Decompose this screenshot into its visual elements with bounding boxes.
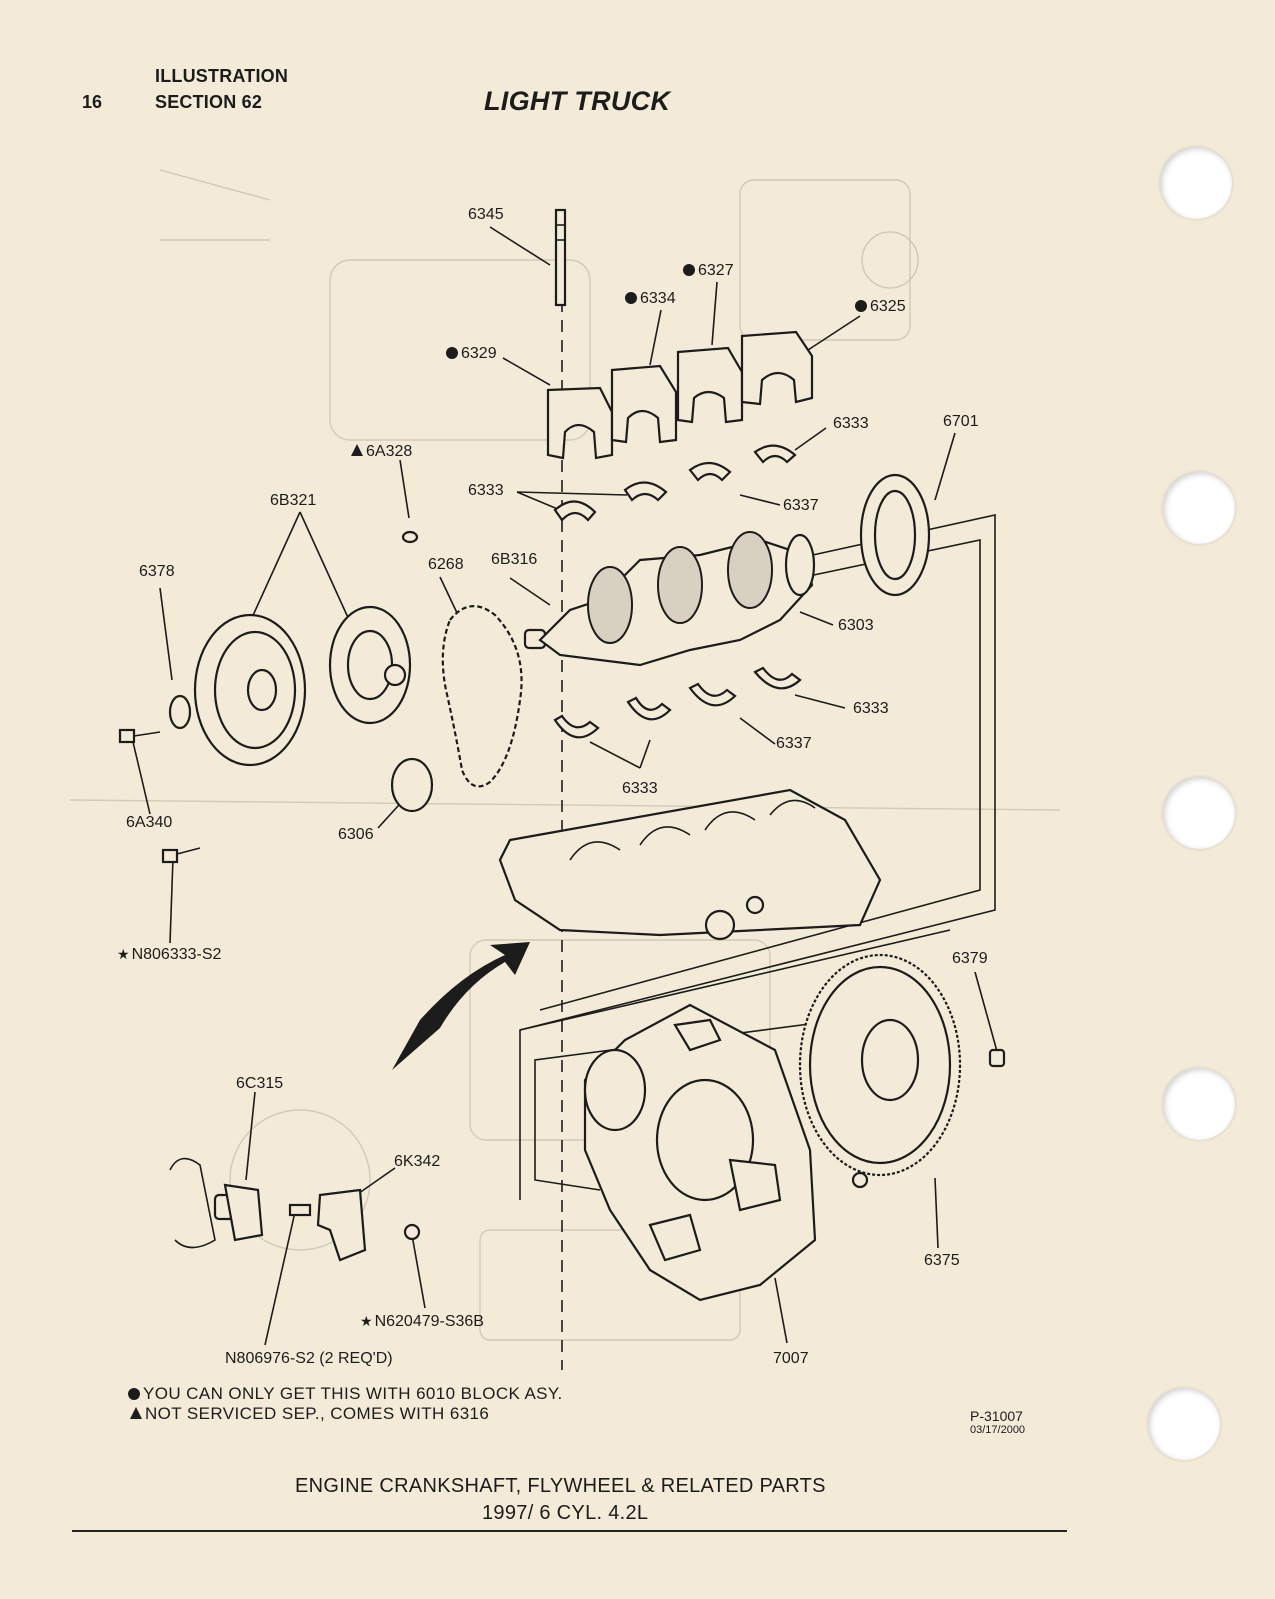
part-label: 6268 xyxy=(428,556,464,573)
caption-line-1: ENGINE CRANKSHAFT, FLYWHEEL & RELATED PA… xyxy=(295,1475,826,1497)
part-label: 6B316 xyxy=(491,551,538,568)
part-label: 6333 xyxy=(468,482,504,499)
binder-hole-1 xyxy=(1160,147,1232,219)
bottom-rule xyxy=(72,1530,1067,1532)
binder-hole-5 xyxy=(1148,1388,1220,1460)
lower-bearing-shells xyxy=(553,666,802,739)
bullet-icon xyxy=(625,292,637,304)
part-label: 6306 xyxy=(338,826,374,843)
crank-pulley-6B321 xyxy=(193,613,307,767)
bullet-icon xyxy=(855,300,867,312)
part-label: 6325 xyxy=(855,298,906,316)
timing-chain-6268 xyxy=(441,605,523,788)
part-label: 6K342 xyxy=(394,1153,441,1170)
timing-sprocket-damper xyxy=(328,605,412,725)
triangle-icon xyxy=(130,1407,142,1419)
star-icon: ★ xyxy=(360,1313,373,1329)
part-label: 6B321 xyxy=(270,492,317,509)
binder-hole-2 xyxy=(1163,472,1235,544)
part-label: 6A340 xyxy=(126,814,173,831)
bullet-icon xyxy=(446,347,458,359)
figure-date: 03/17/2000 xyxy=(970,1424,1026,1436)
part-label: 6345 xyxy=(468,206,504,223)
caption-line-2: 1997/ 6 CYL. 4.2L xyxy=(482,1502,649,1524)
part-label: 6379 xyxy=(952,950,988,967)
part-label: 6329 xyxy=(446,345,497,363)
pin-6A328 xyxy=(401,530,419,544)
binder-hole-3 xyxy=(1163,777,1235,849)
rear-plate-7007 xyxy=(583,1003,817,1302)
main-bearing-caps xyxy=(546,330,814,460)
page-number: 16 xyxy=(82,92,103,112)
page-title: LIGHT TRUCK xyxy=(484,86,671,116)
legend-dot-note: YOU CAN ONLY GET THIS WITH 6010 BLOCK AS… xyxy=(128,1384,563,1404)
head-bolt-6345 xyxy=(554,208,567,307)
star-icon: ★ xyxy=(117,946,130,962)
direction-arrow xyxy=(392,942,530,1070)
rear-oil-seal-6701 xyxy=(859,473,931,597)
part-label: 6334 xyxy=(625,290,676,308)
part-label: 6C315 xyxy=(236,1075,284,1092)
part-label: 6378 xyxy=(139,563,175,580)
washer-6378 xyxy=(168,694,192,730)
bolt-6379 xyxy=(988,1048,1006,1068)
bolt-6A340 xyxy=(118,728,161,744)
binder-hole-4 xyxy=(1163,1068,1235,1140)
figure-id: P-31007 xyxy=(970,1408,1023,1424)
part-label: 6337 xyxy=(776,735,812,752)
part-label: N806976-S2 (2 REQ'D) xyxy=(225,1350,393,1367)
part-label: 6333 xyxy=(622,780,658,797)
section-label: SECTION 62 xyxy=(155,92,263,112)
legend-triangle-note: NOT SERVICED SEP., COMES WITH 6316 xyxy=(130,1404,489,1424)
part-label: 6303 xyxy=(838,617,874,634)
upper-bearing-shells xyxy=(553,444,797,522)
part-label: 6327 xyxy=(683,262,734,280)
illustration-label: ILLUSTRATION xyxy=(155,66,289,86)
part-label: 6333 xyxy=(853,700,889,717)
part-label: ★N806333-S2 xyxy=(117,946,222,963)
bullet-icon xyxy=(683,264,695,276)
crankshaft-6303 xyxy=(523,531,816,667)
flywheel-6375 xyxy=(798,953,962,1189)
bullet-icon xyxy=(128,1388,140,1400)
triangle-icon xyxy=(351,444,363,456)
bolt-N806333 xyxy=(161,847,201,864)
part-label: ★N620479-S36B xyxy=(360,1313,484,1330)
part-label: 7007 xyxy=(773,1350,809,1367)
part-label: 6701 xyxy=(943,413,979,430)
sensor-assembly xyxy=(169,1157,421,1262)
part-label: 6333 xyxy=(833,415,869,432)
part-label: 6375 xyxy=(924,1252,960,1269)
part-label: 6A328 xyxy=(351,443,412,461)
crank-sprocket-6306 xyxy=(390,757,434,813)
engine-block xyxy=(498,788,882,941)
part-label: 6337 xyxy=(783,497,819,514)
